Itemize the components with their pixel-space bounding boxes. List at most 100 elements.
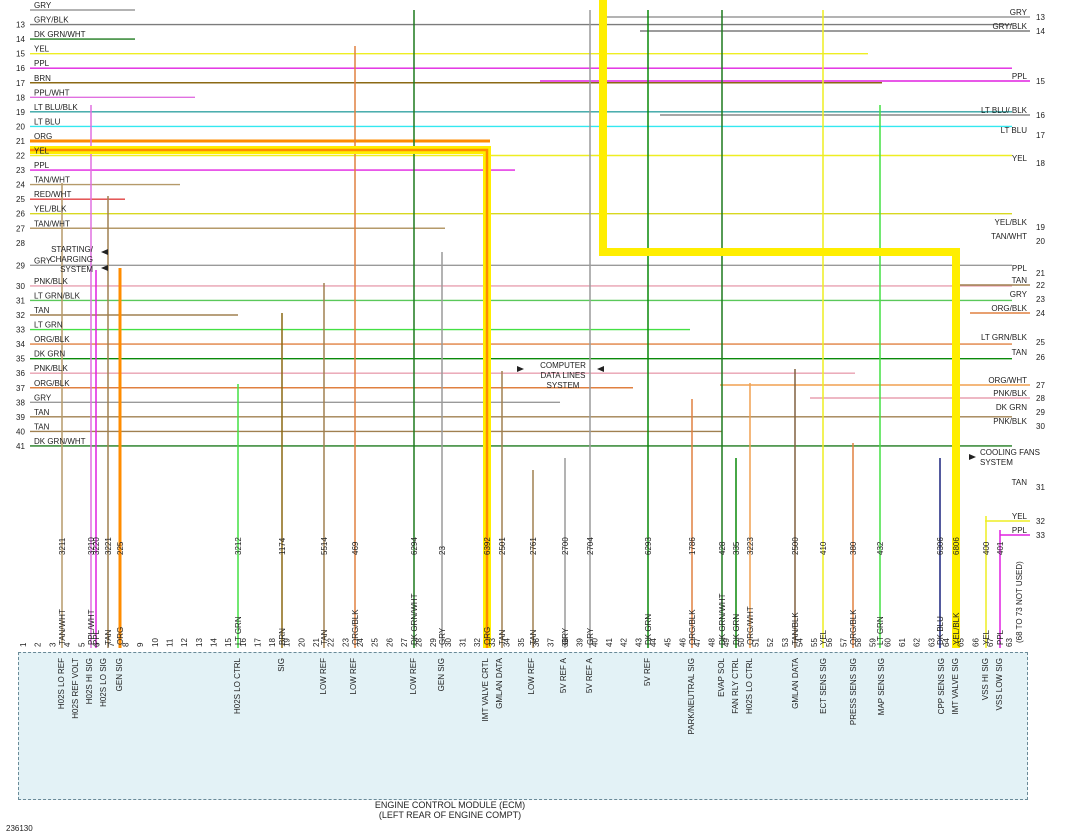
left-row-number: 39 (16, 413, 25, 422)
wire-circuit-number: 23 (438, 546, 447, 555)
right-row-number: 20 (1036, 237, 1045, 246)
wire-color-label: DK GRN (644, 614, 653, 645)
right-row-color-label: YEL/BLK (995, 218, 1028, 227)
annotation-computer: COMPUTER (540, 361, 586, 370)
wire-color-label: PPL (996, 629, 1005, 645)
wire-circuit-number: 1786 (688, 537, 697, 555)
left-row-number: 20 (16, 122, 25, 131)
wire-color-label: ORG/WHT (746, 606, 755, 645)
wire-color-label: YEL (819, 629, 828, 645)
left-row-number: 32 (16, 311, 25, 320)
left-row-color-label: GRY (34, 1, 52, 10)
left-row-color-label: PPL/WHT (34, 88, 70, 97)
left-row-number: 40 (16, 427, 25, 436)
left-row-color-label: PNK/BLK (34, 277, 68, 286)
left-row-number: 17 (16, 79, 25, 88)
left-row-number: 28 (16, 239, 25, 248)
arrow-starting-2 (101, 265, 108, 271)
right-row-color-label: LT GRN/BLK (981, 333, 1028, 342)
wire-color-label: DK GRN (732, 614, 741, 645)
annotation-starting: STARTING/ (51, 245, 94, 254)
wire-color-label: GRY (438, 627, 447, 645)
left-row-number: 14 (16, 35, 25, 44)
left-row-color-label: TAN (34, 306, 50, 315)
wire-color-label: GRY (561, 627, 570, 645)
right-row-color-label: TAN (1012, 276, 1028, 285)
wire-circuit-number: 5514 (320, 537, 329, 555)
right-row-color-label: PNK/BLK (993, 389, 1027, 398)
wire-circuit-number: 428 (718, 541, 727, 555)
wire-circuit-number: 3223 (746, 537, 755, 555)
right-row-color-label: PNK/BLK (993, 417, 1027, 426)
left-row-color-label: GRY (34, 393, 52, 402)
wire-circuit-number: 225 (116, 541, 125, 555)
annotation-computer: SYSTEM (547, 381, 580, 390)
right-row-color-label: GRY/BLK (992, 22, 1027, 31)
left-row-number: 22 (16, 152, 25, 161)
annotation-cooling: COOLING FANS (980, 448, 1040, 457)
left-row-color-label: LT BLU/BLK (34, 103, 78, 112)
wire-color-label: YEL (982, 629, 991, 645)
left-row-number: 30 (16, 282, 25, 291)
wire-circuit-number: 1174 (278, 537, 287, 555)
right-row-color-label: LT BLU/ BLK (981, 106, 1028, 115)
right-row-color-label: TAN/WHT (991, 232, 1027, 241)
wire-color-label: TAN (529, 629, 538, 645)
left-row-number: 34 (16, 340, 25, 349)
left-row-color-label: YEL (34, 45, 50, 54)
wire-color-label: TAN/BLK (791, 612, 800, 645)
highlight-path-imt-crtl (30, 146, 491, 648)
right-row-number: 21 (1036, 269, 1045, 278)
left-row-number: 18 (16, 93, 25, 102)
wire-color-label: LT GRN (234, 616, 243, 645)
wire-circuit-number: 3220 (92, 537, 101, 555)
wire-color-label: DK GRN/WHT (410, 593, 419, 645)
arrow-computer-right (597, 366, 604, 372)
left-row-color-label: ORG (34, 132, 52, 141)
right-row-number: 32 (1036, 517, 1045, 526)
figure-id: 236130 (6, 824, 33, 833)
right-row-color-label: PPL (1012, 264, 1028, 273)
left-row-color-label: ORG/BLK (34, 335, 70, 344)
wire-circuit-number: 401 (996, 541, 1005, 555)
wire-circuit-number: 6293 (644, 537, 653, 555)
wire-circuit-number: 432 (876, 541, 885, 555)
right-row-color-label: YEL (1012, 512, 1028, 521)
wire-color-label: ORG/BLK (688, 609, 697, 645)
right-row-number: 23 (1036, 295, 1045, 304)
wire-color-label: GRY (586, 627, 595, 645)
wire-circuit-number: 2761 (529, 537, 538, 555)
right-row-number: 31 (1036, 483, 1045, 492)
wire-color-label: ORG/BLK (351, 609, 360, 645)
left-row-number: 13 (16, 21, 25, 30)
wire-color-label: DK GRN/WHT (718, 593, 727, 645)
right-row-color-label: DK GRN (996, 403, 1027, 412)
wire-circuit-number: 3210 (87, 537, 96, 555)
left-row-color-label: YEL (34, 147, 50, 156)
wire-color-label: TAN (498, 629, 507, 645)
left-row-color-label: BRN (34, 74, 51, 83)
left-row-color-label: DK GRN (34, 350, 65, 359)
right-row-color-label: ORG/WHT (988, 376, 1027, 385)
wire-circuit-number: 335 (732, 541, 741, 555)
left-row-color-label: TAN/WHT (34, 219, 70, 228)
wire-circuit-number: 410 (819, 541, 828, 555)
wire-circuit-number: 2501 (498, 537, 507, 555)
wire-circuit-number: 6294 (410, 537, 419, 555)
wire-circuit-number: 400 (982, 541, 991, 555)
right-row-color-label: GRY (1010, 290, 1028, 299)
right-row-number: 30 (1036, 422, 1045, 431)
wire-color-label: ORG (483, 627, 492, 645)
wire-circuit-number: 3212 (234, 537, 243, 555)
right-row-number: 25 (1036, 338, 1045, 347)
annotation-cooling: SYSTEM (980, 458, 1013, 467)
right-row-color-label: PPL (1012, 526, 1028, 535)
right-row-color-label: GRY (1010, 8, 1028, 17)
annotation-starting: CHARGING (50, 255, 93, 264)
left-row-number: 41 (16, 442, 25, 451)
left-row-color-label: YEL/BLK (34, 205, 67, 214)
wire-color-label: YEL/BLK (952, 612, 961, 645)
wire-color-label: TAN (320, 629, 329, 645)
wire-circuit-number: 3211 (58, 537, 67, 555)
